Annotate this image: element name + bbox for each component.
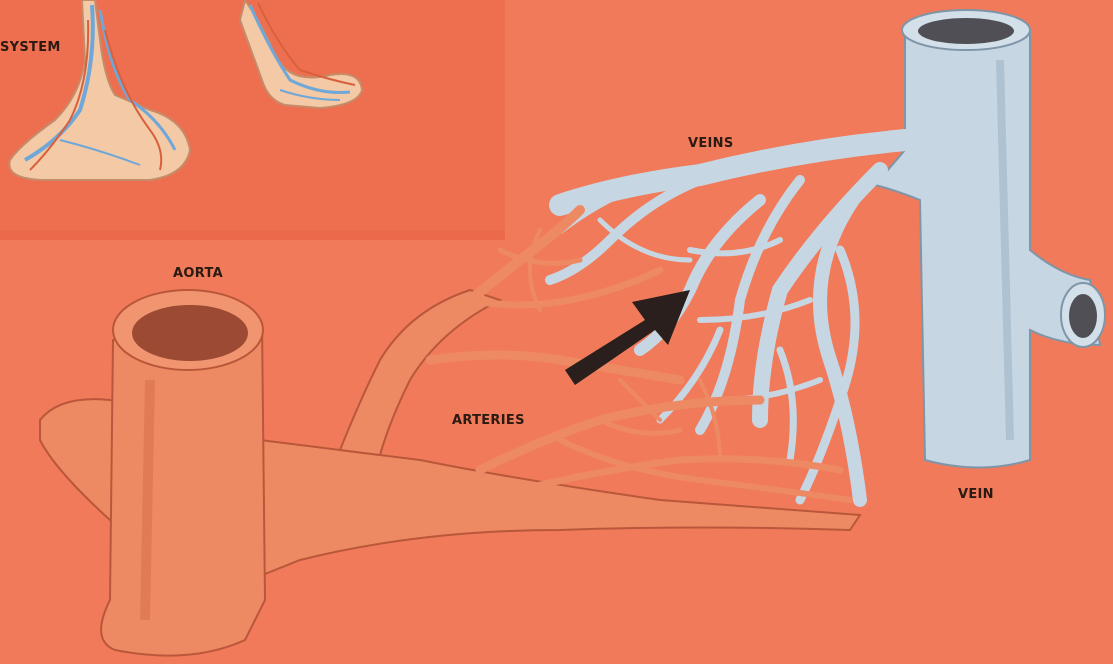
- vein-trunk: [875, 10, 1105, 468]
- veins-label: VEINS: [688, 136, 734, 151]
- vein-branches: [550, 140, 905, 500]
- vein-label: VEIN: [958, 487, 994, 502]
- aorta-label: AORTA: [173, 266, 223, 281]
- system-label: SYSTEM: [0, 40, 61, 55]
- arteries-label: ARTERIES: [452, 413, 525, 428]
- aorta-tube: [101, 290, 265, 656]
- inset-panel-shade: [0, 230, 505, 240]
